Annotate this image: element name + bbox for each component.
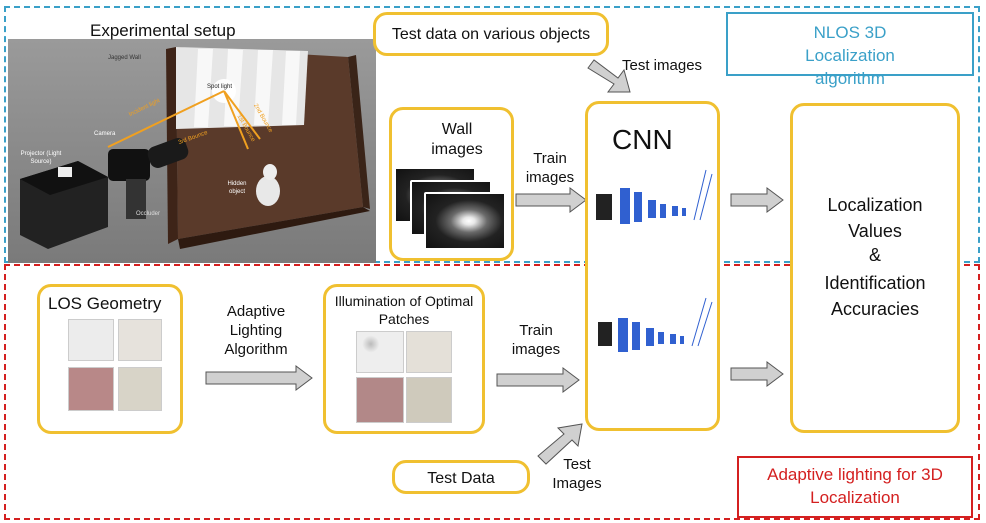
output-line-1: Localization [827,195,923,215]
adaptive-lighting-arrow [205,365,313,391]
los-geometry-label: LOS Geometry [48,294,162,313]
cnn-box: CNN [585,101,720,431]
patch-image-1 [356,331,404,373]
jagged-wall-label: Jagged Wall [108,55,141,61]
nlos-title-box: NLOS 3D Localization algorithm [726,12,974,88]
test-data-box: Test Data [392,460,530,494]
output-line-5: Accuracies [830,299,920,319]
cnn-diagram-bottom [598,297,713,352]
cnn-diagram-top [596,169,713,224]
setup-title: Experimental setup [90,21,236,40]
cnn-output-arrow-bottom [730,361,784,387]
wall-images-label: Wall images [431,121,483,158]
bottom-train-images-label: Train images [511,322,561,358]
test-data-objects-label: Test data on various objects [391,26,591,43]
train-images-arrow-top [515,187,587,213]
output-box: Localization Values & Identification Acc… [790,103,960,433]
patch-image-2 [406,331,452,373]
experimental-setup-image: Jagged Wall Spot light Projector (Light … [8,39,376,263]
illumination-box: Illumination of Optimal Patches [323,284,485,434]
spot-light-label: Spot light [207,84,233,90]
los-image-3 [68,367,114,411]
nlos-region [4,6,980,263]
patch-image-3 [356,377,404,423]
illumination-label: Illumination of Optimal Patches [334,293,474,327]
top-test-images-label: Test images [622,57,703,74]
bottom-test-images-label: Test Images [552,456,602,492]
hidden-object-label: Hidden object [227,181,247,195]
test-data-label: Test Data [427,470,495,487]
wall-images-box: Wall images [389,107,514,261]
setup-illustration [8,39,376,263]
los-geometry-box: LOS Geometry [37,284,183,434]
top-train-images-label: Train images [525,150,575,186]
adaptive-lighting-label: Adaptive Lighting Algorithm [224,303,288,358]
cnn-output-arrow-top [730,187,784,213]
patch-image-4 [406,377,452,423]
occluder-label: Occluder [136,211,161,217]
projector-label: Projector (Light Source) [20,151,62,165]
adaptive-region [4,264,980,520]
test-images-arrow-bottom [537,423,583,465]
output-line-2: Values [848,221,902,241]
los-image-1 [68,319,114,361]
output-line-3: & [868,245,881,265]
adaptive-title-box: Adaptive lighting for 3D Localization [737,456,973,518]
output-line-4: Identification [824,273,926,293]
cnn-label: CNN [612,124,673,155]
camera-label: Camera [94,131,116,137]
test-images-arrow [587,59,631,93]
wall-image-3 [424,192,506,250]
los-image-4 [118,367,162,411]
test-data-objects-box: Test data on various objects [373,12,609,56]
train-images-arrow-bottom [496,367,580,393]
los-image-2 [118,319,162,361]
